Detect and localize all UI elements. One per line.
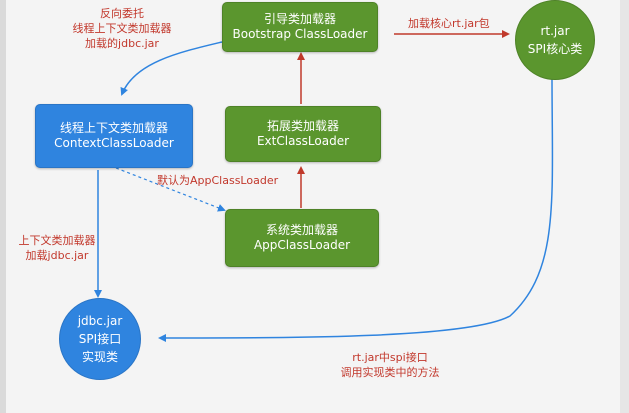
bootstrap-name: Bootstrap ClassLoader	[232, 27, 368, 41]
rtjar-subtitle: SPI核心类	[527, 42, 583, 56]
right-edge-strip	[620, 0, 629, 413]
ext-title: 拓展类加载器	[266, 119, 339, 133]
delegate-label: 反向委托 线程上下文类加载器 加载的jdbc.jar	[62, 6, 182, 51]
left-edge-strip	[0, 0, 6, 413]
context-load-label: 上下文类加载器 加载jdbc.jar	[14, 233, 100, 263]
context-load-label-line2: 加载jdbc.jar	[25, 249, 89, 262]
spi-call-label: rt.jar中spi接口 调用实现类中的方法	[330, 350, 450, 380]
arrow-bootstrap-to-context	[120, 41, 223, 96]
jdbcjar-subtitle: SPI接口	[78, 332, 122, 346]
bootstrap-title: 引导类加载器	[263, 12, 336, 26]
delegate-label-line2: 线程上下文类加载器	[72, 22, 172, 35]
ext-classloader-node: 拓展类加载器 ExtClassLoader	[225, 106, 381, 162]
jdbcjar-subtitle-2: 实现类	[81, 350, 118, 364]
spi-call-label-line1: rt.jar中spi接口	[352, 351, 428, 364]
rtjar-title: rt.jar	[540, 24, 570, 38]
arrow-rtjar-to-jdbcjar	[158, 75, 554, 342]
jdbcjar-title: jdbc.jar	[77, 314, 123, 328]
delegate-label-line3: 加载的jdbc.jar	[85, 37, 159, 50]
app-name: AppClassLoader	[253, 238, 351, 252]
delegate-label-line1: 反向委托	[100, 7, 144, 20]
context-name: ContextClassLoader	[54, 136, 174, 150]
default-app-label: 默认为AppClassLoader	[157, 174, 279, 187]
context-load-label-line1: 上下文类加载器	[18, 234, 96, 247]
ext-name: ExtClassLoader	[256, 134, 350, 148]
rtjar-node: rt.jar SPI核心类	[515, 0, 595, 80]
jdbcjar-node: jdbc.jar SPI接口 实现类	[59, 298, 141, 380]
app-classloader-node: 系统类加载器 AppClassLoader	[225, 209, 379, 267]
spi-call-label-line2: 调用实现类中的方法	[340, 366, 440, 379]
load-core-label: 加载核心rt.jar包	[408, 17, 490, 30]
context-title: 线程上下文类加载器	[59, 121, 168, 135]
app-title: 系统类加载器	[265, 223, 338, 237]
bootstrap-classloader-node: 引导类加载器 Bootstrap ClassLoader	[222, 2, 378, 52]
arrow-context-to-app-dashed	[115, 167, 226, 212]
context-classloader-node: 线程上下文类加载器 ContextClassLoader	[35, 104, 193, 168]
